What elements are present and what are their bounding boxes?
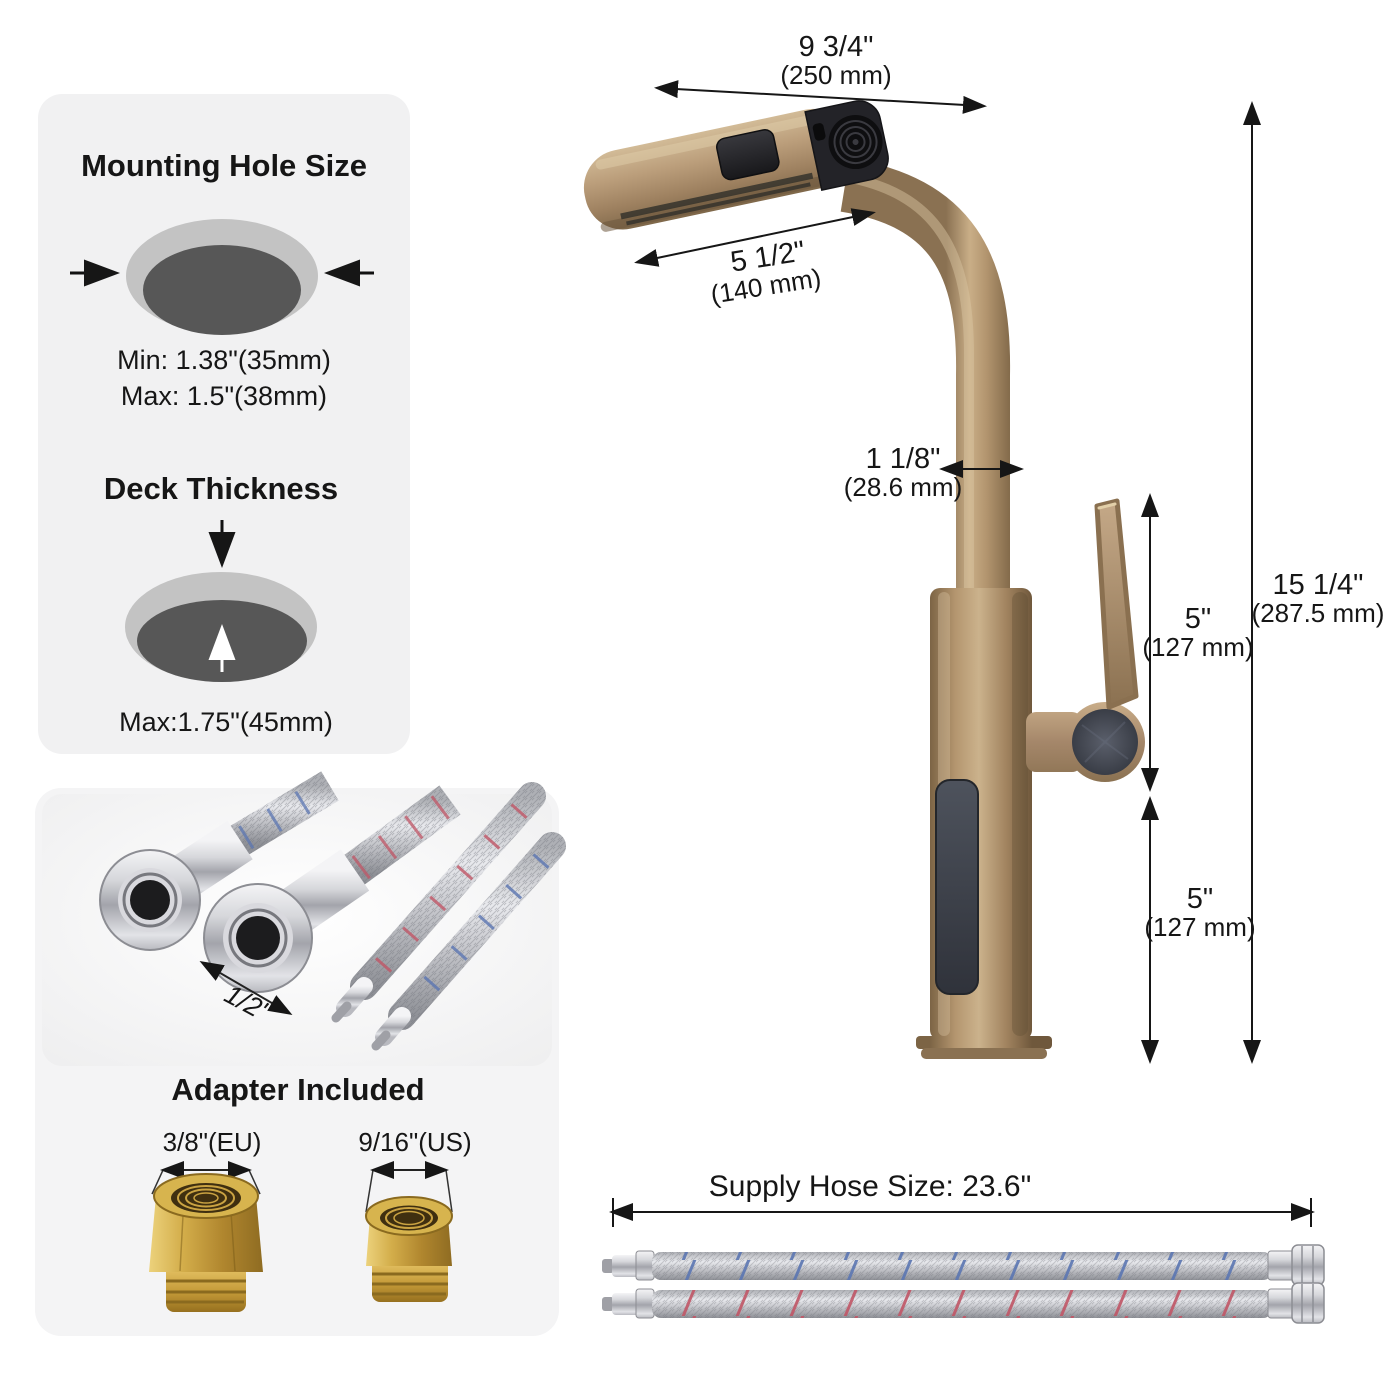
adapter-us-label: 9/16"(US): [358, 1127, 471, 1157]
dim-pipe-diameter-mm: (28.6 mm): [844, 472, 962, 502]
dim-lower-body-in: 5": [1187, 883, 1213, 915]
hose-male-1: [331, 782, 546, 1023]
sprayer-mode-button: [716, 129, 780, 181]
faucet-neck: [840, 158, 1011, 600]
dim-total-height-in: 15 1/4": [1273, 569, 1364, 601]
deck-title: Deck Thickness: [104, 471, 338, 506]
deck-max-label: Max:1.75"(45mm): [119, 707, 333, 737]
supply-hose-section: Supply Hose Size: 23.6": [602, 1170, 1325, 1324]
adapter-eu: 3/8"(EU): [149, 1127, 263, 1312]
supply-hose-hot: [602, 1282, 1325, 1324]
dim-upper-body-mm: (127 mm): [1142, 632, 1253, 662]
faucet-base-flange: [916, 1036, 1052, 1049]
hole-min-label: Min: 1.38"(35mm): [117, 345, 331, 375]
dim-upper-body-in: 5": [1185, 603, 1211, 635]
supply-hose-cold: [602, 1244, 1325, 1286]
handle-dial: [1072, 709, 1138, 775]
dimension-annotations: 9 3/4" (250 mm) 5 1/2" (140 mm) 1 1/8" (…: [634, 31, 1385, 1064]
handle-lever: [1094, 498, 1139, 710]
dim-lower-body-mm: (127 mm): [1144, 912, 1255, 942]
dim-pipe-diameter-in: 1 1/8": [866, 443, 941, 475]
adapter-title: Adapter Included: [171, 1072, 424, 1107]
supply-hose-title: Supply Hose Size: 23.6": [709, 1170, 1032, 1203]
half-inch-dim-line: [199, 960, 293, 1016]
deck-thickness-diagram: [125, 520, 317, 682]
dim-spout-length-line: [634, 208, 876, 267]
hose-male-2: [371, 832, 566, 1051]
hole-dark: [143, 245, 301, 335]
hose-nut-hot: [1291, 1282, 1325, 1324]
spout-bar: [583, 108, 853, 230]
dim-spout-reach-mm: (250 mm): [780, 60, 891, 90]
mounting-title: Mounting Hole Size: [81, 148, 367, 183]
sensor-window: [812, 123, 826, 141]
hose-nut-cold: [1291, 1244, 1325, 1286]
mounting-hole-diagram: [70, 219, 374, 335]
faucet: [583, 100, 1145, 1059]
faucet-head: [583, 100, 889, 232]
dim-total-height-mm: (287.5 mm): [1252, 598, 1385, 628]
adapter-eu-label: 3/8"(EU): [163, 1127, 262, 1157]
adapter-us: 9/16"(US): [358, 1127, 472, 1302]
display-screen: [935, 779, 979, 995]
dim-spout-reach-line: [654, 80, 987, 114]
mounting-panel: Mounting Hole Size Min: 1.38"(35mm) Max:…: [38, 94, 410, 754]
hose-female-1: [99, 771, 339, 951]
hose-photo: 1/2": [99, 771, 566, 1051]
adapter-panel: 1/2" Adapter Included 3/8"(EU) 9/16"(US): [35, 771, 566, 1336]
dim-spout-reach-in: 9 3/4": [799, 31, 874, 63]
aerator-slots: [620, 172, 814, 226]
hole-max-label: Max: 1.5"(38mm): [121, 381, 327, 411]
faucet-base-ring: [921, 1048, 1047, 1059]
